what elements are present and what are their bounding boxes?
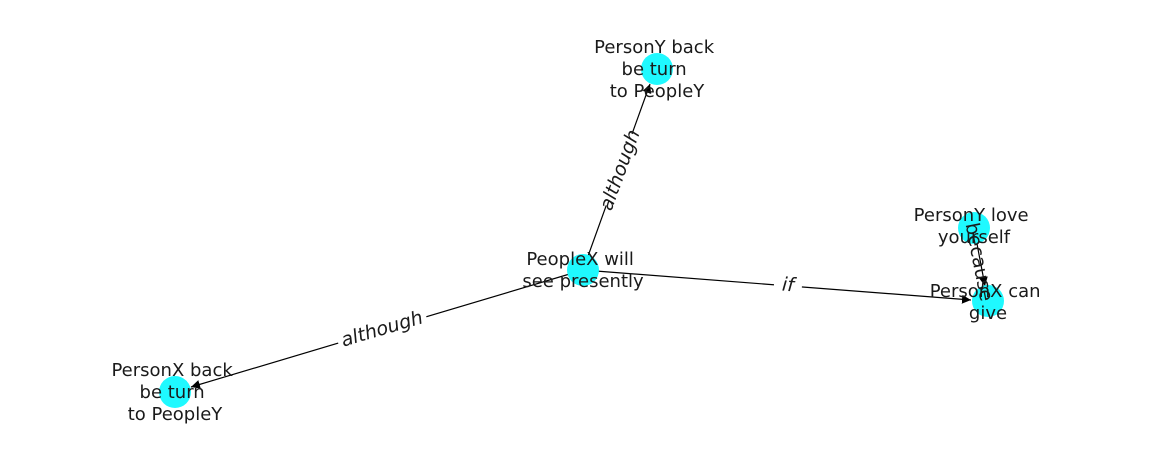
node-n4[interactable]	[958, 212, 990, 244]
edge-label-n2-n1: although	[595, 127, 644, 214]
node-circle	[567, 254, 599, 286]
node-n3[interactable]	[159, 376, 191, 408]
node-circle	[159, 376, 191, 408]
node-label-n5: PersonX can give	[930, 281, 1047, 324]
node-n1[interactable]	[641, 53, 673, 85]
node-circle	[958, 212, 990, 244]
node-n5[interactable]	[972, 285, 1004, 317]
node-label-n2: PeopleX will see presently	[522, 249, 644, 292]
node-n2[interactable]	[567, 254, 599, 286]
edge-label-n2-n3: although	[339, 306, 426, 351]
edge-n2-n1: although	[582, 83, 652, 271]
node-label-n4: PersonY love yourself	[914, 205, 1035, 248]
node-circle	[641, 53, 673, 85]
node-label-n3: PersonX back be turn to PeopleY	[111, 360, 238, 425]
node-circle	[972, 285, 1004, 317]
edge-n2-n5: if	[582, 269, 972, 304]
node-label-n1: PersonY back be turn to PeopleY	[594, 37, 720, 102]
